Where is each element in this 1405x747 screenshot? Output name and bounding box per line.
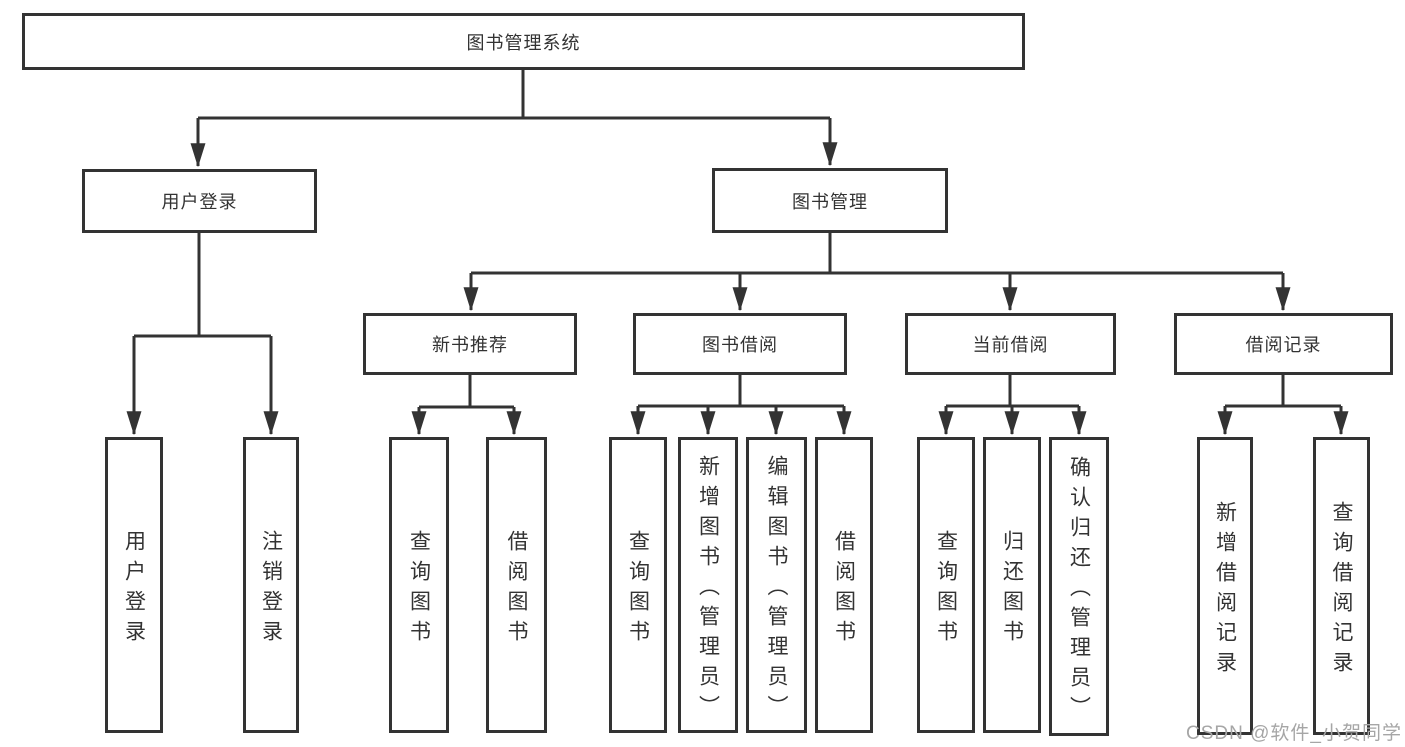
leaf-br-add-record: 新增借阅记录 <box>1197 437 1253 735</box>
connector-book-borrowing <box>638 375 844 408</box>
leaf-nbr-borrow-books: 借阅图书 <box>486 437 547 733</box>
node-book-borrowing-label: 图书借阅 <box>702 335 778 355</box>
connector-book-management <box>471 233 1283 275</box>
node-current-borrowing: 当前借阅 <box>905 313 1116 375</box>
leaf-br-query-record: 查询借阅记录 <box>1313 437 1370 735</box>
leaf-bb-add-books-admin-label: 新增图书（管理员） <box>696 454 720 725</box>
node-book-management: 图书管理 <box>712 168 948 233</box>
leaf-logout-label: 注销登录 <box>259 529 283 650</box>
csdn-watermark: CSDN @软件_小贺同学 <box>1186 723 1402 744</box>
connector-new-book-recommend <box>419 375 514 409</box>
leaf-cb-query-books: 查询图书 <box>917 437 975 733</box>
leaf-nbr-borrow-books-label: 借阅图书 <box>505 529 528 650</box>
node-book-management-label: 图书管理 <box>792 191 868 212</box>
connector-borrowing-records <box>1225 375 1341 408</box>
node-library-system-label: 图书管理系统 <box>466 32 581 53</box>
leaf-br-add-record-label: 新增借阅记录 <box>1213 500 1237 681</box>
node-library-system: 图书管理系统 <box>22 13 1025 70</box>
node-book-borrowing: 图书借阅 <box>633 313 847 375</box>
connector-user-login <box>134 233 271 338</box>
leaf-bb-edit-books-admin-label: 编辑图书（管理员） <box>765 454 788 725</box>
leaf-cb-query-books-label: 查询图书 <box>934 529 958 650</box>
node-new-book-recommend: 新书推荐 <box>363 313 577 375</box>
leaf-bb-edit-books-admin: 编辑图书（管理员） <box>746 437 807 733</box>
node-user-login: 用户登录 <box>82 169 317 233</box>
node-user-login-label: 用户登录 <box>161 192 238 212</box>
leaf-cb-return-books-label: 归还图书 <box>1000 529 1024 650</box>
connector-root <box>198 70 830 120</box>
leaf-bb-borrow-books: 借阅图书 <box>815 437 873 733</box>
leaf-bb-query-books: 查询图书 <box>609 437 667 733</box>
leaf-cb-return-books: 归还图书 <box>983 437 1041 733</box>
leaf-user-login-label: 用户登录 <box>122 529 146 650</box>
leaf-bb-query-books-label: 查询图书 <box>626 529 650 650</box>
leaf-user-login: 用户登录 <box>105 437 163 733</box>
leaf-bb-add-books-admin: 新增图书（管理员） <box>678 437 738 733</box>
leaf-nbr-query-books-label: 查询图书 <box>407 529 431 650</box>
leaf-logout: 注销登录 <box>243 437 299 733</box>
leaf-br-query-record-label: 查询借阅记录 <box>1330 500 1353 681</box>
node-current-borrowing-label: 当前借阅 <box>972 335 1049 355</box>
leaf-bb-borrow-books-label: 借阅图书 <box>832 529 856 650</box>
node-borrowing-records: 借阅记录 <box>1174 313 1393 375</box>
node-new-book-recommend-label: 新书推荐 <box>432 335 508 355</box>
leaf-nbr-query-books: 查询图书 <box>389 437 449 733</box>
connector-current-borrowing <box>946 375 1079 408</box>
node-borrowing-records-label: 借阅记录 <box>1245 335 1322 355</box>
leaf-cb-confirm-return-admin-label: 确认归还（管理员） <box>1067 456 1091 726</box>
leaf-cb-confirm-return-admin: 确认归还（管理员） <box>1049 437 1109 736</box>
